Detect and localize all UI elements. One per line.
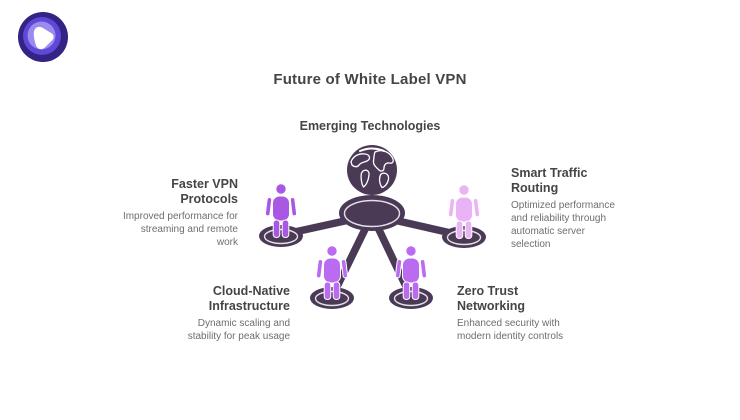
pedestal-bottom-left (309, 286, 355, 310)
node-title-faster-vpn-protocols: Faster VPN Protocols (171, 177, 238, 206)
center-hub-label: Emerging Technologies (299, 119, 441, 133)
node-description-smart-traffic-routing: Optimized performance and reliability th… (511, 200, 615, 250)
node-title-smart-traffic-routing: Smart Traffic Routing (511, 166, 588, 195)
node-description-faster-vpn-protocols: Improved performance for streaming and r… (122, 211, 238, 248)
node-description-zero-trust-networking: Enhanced security with modern identity c… (457, 318, 564, 342)
hub-ellipse (339, 195, 405, 231)
pedestal-right (441, 225, 487, 249)
pedestal-bottom-right (388, 286, 434, 310)
globe-icon (347, 145, 397, 195)
node-description-cloud-native-infrastructure: Dynamic scaling and stability for peak u… (187, 318, 290, 342)
node-title-cloud-native-infrastructure: Cloud-Native Infrastructure (208, 284, 290, 313)
page-title: Future of White Label VPN (273, 71, 467, 88)
logo-triangle-mark (33, 26, 54, 50)
node-title-zero-trust-networking: Zero Trust Networking (457, 284, 526, 313)
brand-logo (18, 12, 68, 62)
pedestal-left (258, 224, 304, 248)
